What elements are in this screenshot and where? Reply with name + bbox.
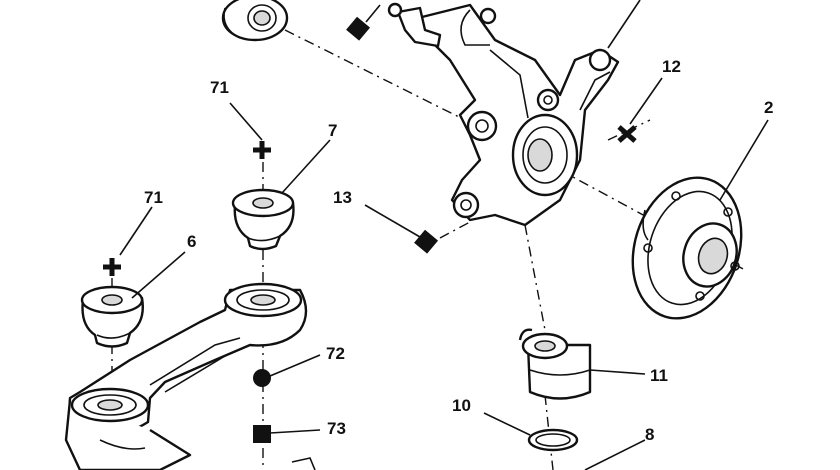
square-mark-top: [346, 16, 371, 41]
leader-lines: [119, 0, 769, 470]
circlip-part: [527, 428, 579, 452]
callout-2: 2: [764, 98, 773, 117]
wheel-hub-part: [631, 176, 743, 320]
plus-mark-71a: [253, 141, 271, 159]
control-arm-part: [64, 282, 316, 470]
x-mark-12: [617, 125, 637, 143]
square-mark-13: [414, 229, 439, 254]
callout-8: 8: [645, 425, 654, 444]
callout-12: 12: [662, 57, 681, 76]
circle-mark-72: [253, 369, 271, 387]
plus-mark-71b: [103, 258, 121, 276]
bushing-6-part: [80, 285, 144, 348]
callout-71b: 71: [144, 188, 163, 207]
callout-71a: 71: [210, 78, 229, 97]
callout-72: 72: [326, 344, 345, 363]
bushing-7-part: [231, 188, 295, 251]
axis-bearing-to-knuckle: [284, 29, 476, 126]
axis-13: [439, 221, 471, 239]
steering-knuckle-part: [387, 2, 620, 227]
callout-10: 10: [452, 396, 471, 415]
callout-7: 7: [328, 121, 337, 140]
bearing-part: [221, 0, 289, 42]
callout-6: 6: [187, 232, 196, 251]
callout-11: 11: [650, 366, 668, 385]
callout-73: 73: [327, 419, 346, 438]
callout-labels: 2 6 7 8 10 11 12 13 71 71 72 73: [144, 57, 773, 444]
ball-joint-part: [518, 328, 592, 400]
axis-balljoint: [524, 224, 546, 331]
square-mark-73: [253, 425, 271, 443]
callout-13: 13: [333, 188, 352, 207]
